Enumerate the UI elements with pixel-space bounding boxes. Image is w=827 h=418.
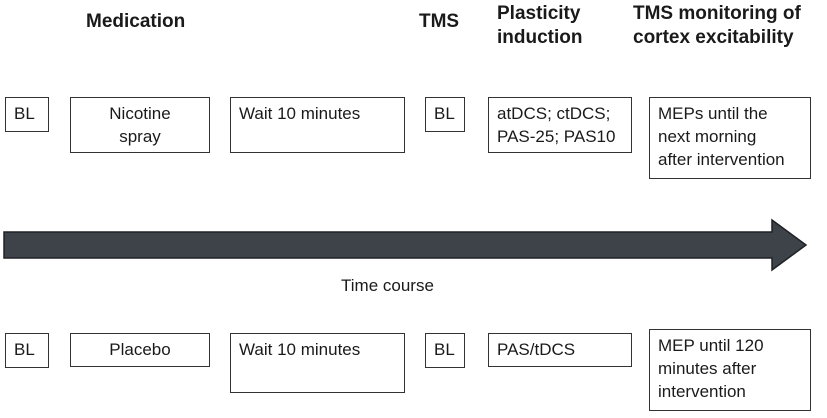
bottom-plasticity-box: PAS/tDCS bbox=[488, 333, 632, 367]
top-bl-box-2: BL bbox=[425, 97, 465, 132]
bottom-medication-box: Placebo bbox=[70, 333, 210, 367]
top-bl-box-1: BL bbox=[5, 97, 49, 132]
top-monitoring-box: MEPs until the next morning after interv… bbox=[649, 97, 811, 179]
top-plasticity-box: atDCS; ctDCS; PAS-25; PAS10 bbox=[488, 97, 632, 153]
bottom-monitoring-box: MEP until 120 minutes after intervention bbox=[649, 329, 811, 411]
bottom-bl-box-1: BL bbox=[5, 333, 49, 368]
plasticity-induction-header: Plasticity induction bbox=[497, 3, 583, 48]
tms-monitoring-header: TMS monitoring of cortex excitability bbox=[633, 3, 801, 48]
time-course-label: Time course bbox=[341, 276, 434, 295]
tms-header: TMS bbox=[419, 11, 460, 32]
top-wait-box: Wait 10 minutes bbox=[230, 97, 405, 153]
bottom-bl-box-2: BL bbox=[425, 333, 465, 368]
bottom-wait-box: Wait 10 minutes bbox=[230, 333, 405, 393]
time-course-arrow bbox=[3, 218, 808, 272]
medication-header: Medication bbox=[86, 11, 186, 32]
top-medication-box: Nicotine spray bbox=[70, 97, 210, 153]
arrow-shape bbox=[3, 218, 808, 272]
